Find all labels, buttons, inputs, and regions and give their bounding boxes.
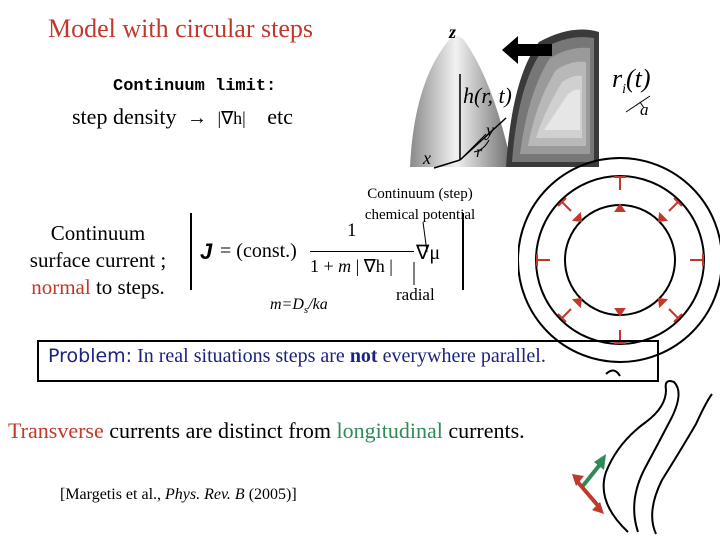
- fraction-bar: [310, 251, 414, 252]
- formula-denominator: 1 + m | ∇h |: [310, 256, 393, 277]
- problem-text-1: In real situations steps are: [132, 345, 350, 367]
- step-density-line: step density → |∇h| etc: [72, 104, 293, 130]
- chemical-potential-label: Continuum (step) chemical potential: [345, 184, 495, 226]
- cone-figure: [410, 29, 651, 169]
- outer-step-circle: [518, 157, 720, 363]
- radial-current-arrows: [536, 176, 704, 344]
- transverse-arrowhead-end: [592, 502, 604, 514]
- current-formula: J = (const.) 1 1 + m | ∇h | ∇μ: [190, 213, 464, 290]
- reference-citation: [Margetis et al., Phys. Rev. B (2005)]: [60, 486, 297, 504]
- longitudinal-word: longitudinal: [336, 418, 443, 443]
- cone-x-label: x: [423, 148, 431, 168]
- longitudinal-arrowhead: [594, 454, 606, 470]
- m-def-main: m=D: [270, 296, 304, 313]
- longitudinal-arrow: [580, 460, 604, 489]
- cone-y-label: y: [486, 120, 494, 140]
- slide-title: Model with circular steps: [48, 14, 313, 43]
- ri-pointer: [625, 95, 651, 113]
- cone-h-label: h(r, t): [463, 83, 512, 108]
- concentric-circles: [518, 157, 720, 363]
- ri-t: (t): [626, 64, 651, 93]
- problem-not: not: [349, 345, 378, 367]
- x-axis-line: [433, 159, 461, 169]
- step-curve-outer: [651, 393, 713, 535]
- formula-numerator: 1: [347, 220, 357, 241]
- transverse-arrowhead-start: [572, 474, 584, 486]
- chem-pointer-line: [422, 221, 428, 253]
- step-curve-fragment: [605, 369, 621, 377]
- gradient-h-expr: |∇h|: [217, 108, 246, 128]
- problem-box: [37, 340, 659, 382]
- den-m: m: [338, 256, 352, 276]
- normal-word: normal: [31, 275, 91, 299]
- problem-text-2: everywhere parallel.: [377, 345, 546, 367]
- cone-ri-label: ri(t): [612, 64, 651, 98]
- right-arrow-icon: →: [182, 107, 212, 129]
- step-curve-inner: [602, 380, 680, 533]
- smooth-cone: [410, 36, 512, 167]
- irregular-steps-figure: [572, 369, 713, 535]
- transverse-end: currents.: [442, 418, 525, 443]
- cone-a-label: a: [640, 100, 649, 119]
- ref-journal: Phys. Rev. B: [165, 486, 245, 503]
- formula-J: J: [200, 239, 213, 264]
- problem-label: Problem:: [48, 345, 133, 367]
- chem-line2: chemical potential: [364, 207, 476, 223]
- r-vector: [459, 133, 487, 161]
- cone-z-label: z: [449, 22, 457, 42]
- ri-main: r: [612, 64, 623, 93]
- etc-text: etc: [267, 104, 293, 129]
- continuum-line3: normal to steps.: [8, 274, 188, 301]
- transverse-word: Transverse: [8, 418, 104, 443]
- formula-grad-mu: ∇μ: [416, 242, 441, 264]
- m-def-sub: s: [303, 304, 309, 317]
- continuum-line2: surface current ;: [29, 248, 167, 272]
- step-density-text: step density: [72, 104, 177, 129]
- to-steps-text: to steps.: [90, 275, 165, 299]
- middle-step-circle: [535, 175, 705, 345]
- radial-label: radial: [396, 285, 435, 304]
- transverse-statement: Transverse currents are distinct from lo…: [8, 418, 525, 444]
- m-def-rest: /ka: [308, 296, 328, 313]
- den-part1: 1 +: [310, 256, 339, 276]
- stepped-cone: [506, 29, 599, 167]
- den-part2: | ∇h |: [351, 256, 393, 276]
- left-arrow-icon: [502, 36, 552, 64]
- continuum-limit-label: Continuum limit:: [113, 77, 277, 96]
- ref-open: [Margetis et al.,: [60, 486, 166, 503]
- ri-sub: i: [622, 82, 627, 98]
- formula-eq: = (const.): [220, 240, 297, 262]
- cone-r-label: r: [476, 144, 483, 161]
- angle-arc: [473, 139, 490, 153]
- transverse-mid: currents are distinct from: [103, 418, 337, 443]
- problem-statement: Problem: In real situations steps are no…: [48, 345, 546, 368]
- chem-line1: Continuum (step): [367, 186, 473, 202]
- transverse-arrow: [574, 478, 602, 510]
- ref-close: (2005)]: [244, 486, 297, 503]
- continuum-current-block: Continuum surface current ; normal to st…: [8, 220, 188, 301]
- continuum-line1: Continuum: [50, 221, 146, 245]
- a-pointer: [639, 101, 645, 109]
- m-definition: m=Ds/ka: [270, 296, 328, 316]
